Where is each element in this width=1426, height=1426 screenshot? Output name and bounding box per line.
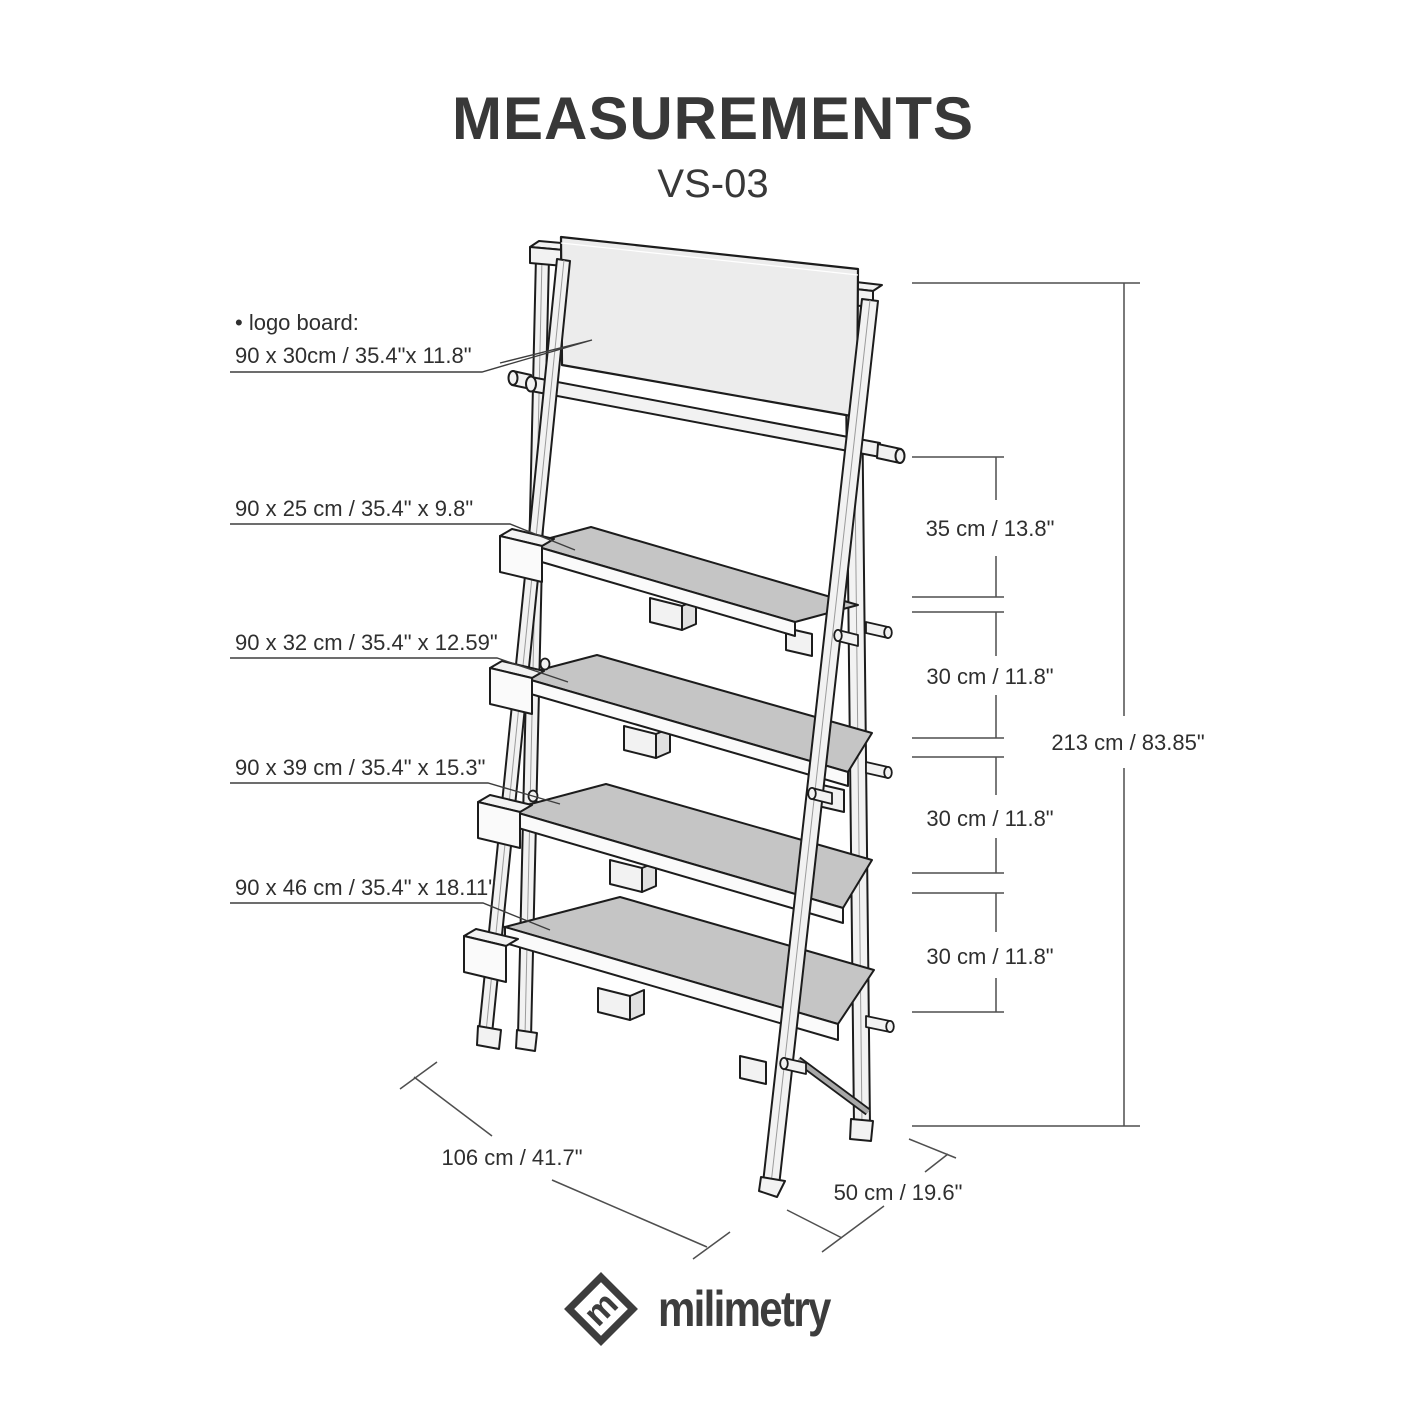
gap-3-label: 30 cm / 11.8" — [926, 806, 1054, 831]
feet — [476, 1025, 874, 1198]
shelf-4-label: 90 x 46 cm / 35.4" x 18.11" — [235, 875, 497, 900]
logo-board — [559, 235, 860, 419]
depth-dimension — [786, 1138, 957, 1253]
footprint-width-label: 106 cm / 41.7" — [441, 1145, 583, 1170]
product-code: VS-03 — [657, 162, 769, 206]
leader-shelf1 — [230, 523, 576, 551]
brand-diamond-icon: m — [563, 1272, 638, 1346]
page-title: MEASUREMENTS — [451, 85, 975, 152]
gap-2-label: 30 cm / 11.8" — [926, 664, 1054, 689]
width-dimension — [399, 1061, 731, 1260]
left-support-blocks — [463, 528, 555, 983]
shelf-2-label: 90 x 32 cm / 35.4" x 12.59" — [235, 630, 498, 655]
gap-4-label: 30 cm / 11.8" — [926, 944, 1054, 969]
gap-dimensions — [912, 456, 1004, 1013]
peg-dowels — [527, 621, 895, 1075]
leader-shelf4 — [230, 902, 551, 931]
shelf-1 — [513, 526, 859, 657]
shelf-1-label: 90 x 25 cm / 35.4" x 9.8" — [235, 496, 474, 521]
footprint-depth-label: 50 cm / 19.6" — [833, 1180, 963, 1205]
leader-shelf2 — [230, 657, 569, 683]
top-dowel-bar — [507, 370, 906, 464]
total-height-label: 213 cm / 83.85" — [1051, 730, 1205, 755]
leader-lines — [230, 339, 593, 931]
brand-footer: m milimetry — [0, 1272, 1426, 1346]
logo-board-label-line2: 90 x 30cm / 35.4"x 11.8" — [235, 343, 472, 368]
leader-shelf3 — [230, 782, 561, 805]
brand-wordmark: milimetry — [657, 1281, 831, 1337]
gap-top-label: 35 cm / 13.8" — [925, 516, 1055, 541]
shelf-3-label: 90 x 39 cm / 35.4" x 15.3" — [235, 755, 486, 780]
cross-brace — [795, 1056, 871, 1116]
leader-logo-board — [230, 339, 593, 373]
logo-board-label: • logo board: 90 x 30cm / 35.4"x 11.8" — [235, 306, 472, 372]
shelf-4 — [490, 896, 875, 1085]
total-height-dimension — [912, 282, 1140, 1127]
logo-board-label-line1: • logo board: — [235, 310, 359, 335]
